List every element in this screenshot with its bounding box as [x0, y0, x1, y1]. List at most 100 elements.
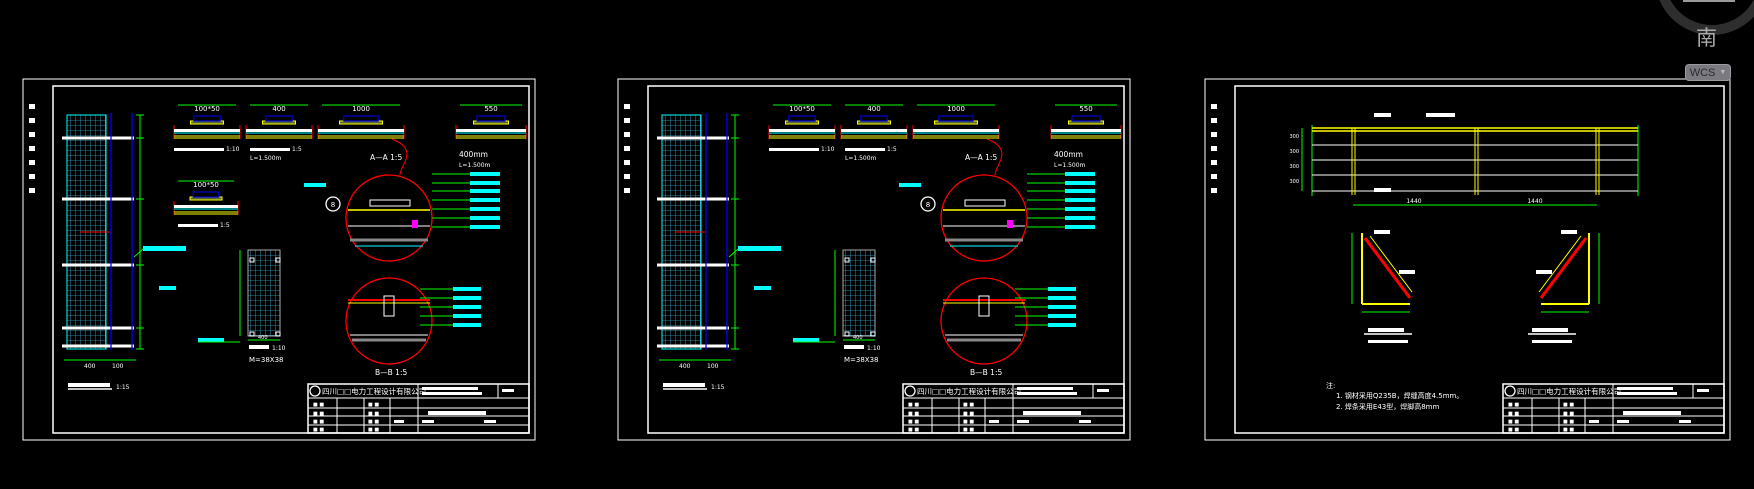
title-block-cell: ■ ■ — [1563, 402, 1574, 408]
section-scale: 1:5 — [220, 222, 230, 229]
callout-tag — [470, 172, 500, 176]
callout-tag — [453, 287, 481, 291]
sheet-inner-frame — [647, 85, 1125, 434]
row-dimension-label: 300 — [1289, 149, 1299, 155]
sheet-outer-frame — [1204, 78, 1731, 441]
bolt-hole — [275, 331, 281, 337]
callout-tag — [1065, 216, 1095, 220]
drawing-number-text — [1697, 389, 1709, 392]
callout-tag — [470, 216, 500, 220]
detail-leader — [391, 138, 408, 176]
company-logo-icon — [904, 385, 916, 397]
post-profile — [383, 295, 395, 317]
bolt-hole — [870, 331, 876, 337]
company-name: 四川□□电力工程设计有限公司 — [322, 386, 426, 396]
rail-profile — [788, 115, 816, 122]
mesh-title-text — [249, 345, 269, 349]
detail-circle-b — [345, 277, 433, 365]
view-title-text — [663, 383, 705, 387]
bolt-hole — [275, 257, 281, 263]
compass-south-label[interactable]: 南 — [1696, 26, 1717, 50]
title-block-value — [1589, 420, 1599, 423]
notes: 注:1. 钢材采用Q235B，焊缝高度4.5mm。2. 焊条采用E43型，焊脚高… — [1326, 381, 1463, 411]
bolt-hole — [249, 331, 255, 337]
view-scale: 1:15 — [116, 384, 130, 391]
title-block-value — [484, 420, 496, 423]
section-dimension-label: 550 — [484, 105, 497, 113]
rail-profile — [192, 191, 220, 198]
section-layer — [841, 129, 907, 132]
bolt-hole — [870, 257, 876, 263]
section-400mm-title: 400mm — [459, 150, 488, 159]
title-block-cell: ■ ■ — [368, 402, 379, 408]
dimension-label: 400 — [853, 335, 863, 341]
binding-strip-text — [1211, 146, 1217, 151]
diagonal-brace — [1539, 237, 1588, 299]
binding-strip-text — [1211, 188, 1217, 193]
dimension-label: 400 — [258, 335, 268, 341]
callout-tag — [198, 338, 224, 342]
horizontal-rail — [62, 344, 134, 348]
span-dimension-label: 1440 — [1527, 198, 1542, 205]
title-block-value — [394, 420, 404, 423]
detail-circles: 8B—B 1:5 — [304, 138, 500, 377]
callout-tag — [1048, 314, 1076, 318]
detail-note-text — [1532, 340, 1572, 343]
title-block-cell: ■ ■ — [368, 411, 379, 417]
detail-leader — [986, 138, 1003, 176]
section-marker — [920, 196, 936, 212]
section-400mm-title: 400mm — [1054, 150, 1083, 159]
rail-profile — [964, 199, 1006, 207]
title-block-cell: ■ ■ — [1563, 411, 1574, 417]
callout-tag — [1065, 207, 1095, 211]
callout-text — [1399, 270, 1415, 274]
title-block-cell: ■ ■ — [1508, 427, 1519, 433]
sheet-outer-frame — [617, 78, 1131, 441]
navigation-compass-ring[interactable] — [1659, 0, 1754, 35]
drawing-number-text — [502, 389, 514, 392]
callout-tag — [899, 183, 921, 187]
callout-tag — [470, 198, 500, 202]
drawing-sheet-1: 四川□□电力工程设计有限公司■ ■■ ■■ ■■ ■■ ■■ ■■ ■■ ■40… — [22, 78, 536, 441]
section-note: L=1.500m — [459, 162, 491, 169]
binding-strip-text — [624, 188, 630, 193]
title-block-cell: ■ ■ — [1563, 419, 1574, 425]
drawing-sheet-2: 四川□□电力工程设计有限公司■ ■■ ■■ ■■ ■■ ■■ ■■ ■■ ■40… — [617, 78, 1131, 441]
span-dimension-label: 1440 — [1406, 198, 1421, 205]
rail-profile — [860, 115, 888, 122]
title-block-cell: ■ ■ — [368, 419, 379, 425]
compass-indicator — [1683, 0, 1735, 2]
section-title-text — [845, 148, 885, 151]
section-dimension-label: 400 — [272, 105, 285, 113]
section-dimension-label: 400 — [867, 105, 880, 113]
callout-tag — [159, 286, 176, 290]
mesh-scale: 1:10 — [867, 345, 881, 352]
title-block-cell: ■ ■ — [908, 402, 919, 408]
section-layer — [913, 129, 999, 132]
rail-profile — [369, 199, 411, 207]
dimension-label: 400 — [84, 363, 96, 370]
callout-tag — [1065, 198, 1095, 202]
title-block-value — [1017, 420, 1029, 423]
sheet-inner-frame — [1234, 85, 1725, 434]
detail-circle-b — [940, 277, 1028, 365]
binding-strip-text — [1211, 104, 1217, 109]
section-layer — [1051, 129, 1121, 132]
ucs-dropdown-button[interactable]: WCS ▼ — [1685, 64, 1731, 81]
callout-tag — [453, 314, 481, 318]
callout-tag — [1065, 181, 1095, 185]
bolt-hole — [844, 257, 850, 263]
callout-tag — [793, 338, 819, 342]
view-scale: 1:15 — [711, 384, 725, 391]
company-logo-icon — [309, 385, 321, 397]
notes-title: 注: — [1326, 381, 1335, 390]
callout-tag — [470, 225, 500, 229]
drawing-title-text — [1617, 387, 1673, 390]
title-block-value — [1079, 420, 1091, 423]
binding-strip-text — [1211, 160, 1217, 165]
horizontal-rail — [62, 263, 134, 267]
brace-detail — [1528, 230, 1600, 343]
drawing-title-text — [1017, 387, 1073, 390]
